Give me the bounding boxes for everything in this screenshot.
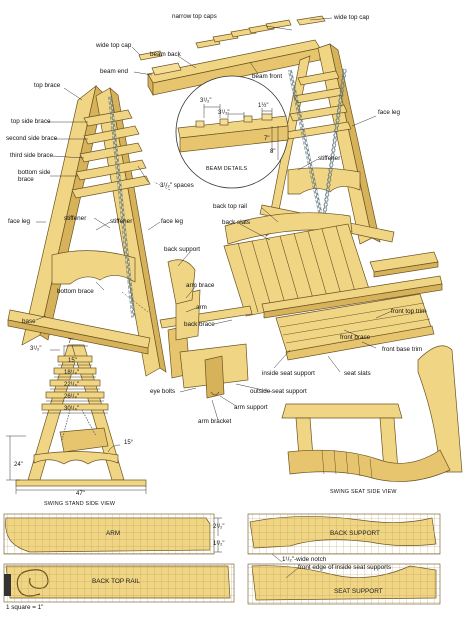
pattern-back-top-rail [3,563,235,603]
leader-lines [35,17,393,421]
pattern-arm-label: ARM [106,530,121,537]
grid-scale-note: 1 square = 1" [6,604,44,611]
stand-dim-5: 30¹/₄" [64,406,79,412]
beam-dim-e: 8" [270,149,276,155]
pattern-arm-dim-2: 1¹/₂" [213,541,225,547]
pattern-seat-support [247,563,441,605]
label-back-brace: back brace [184,321,215,328]
label-second-side-brace: second side brace [6,135,58,142]
stand-dim-base: 47" [76,491,85,497]
seat-side-view [281,345,463,482]
label-stiffener-left: stiffener [64,215,87,222]
label-eye-bolts: eye bolts [150,388,176,395]
label-wide-top-cap-left: wide top cap [96,42,132,49]
stand-dim-1: 15" [68,358,77,364]
label-face-leg-right: face leg [378,109,401,116]
label-arm-brace: arm brace [186,282,215,289]
pattern-back-support [247,513,441,563]
stand-side-view [6,344,147,494]
label-arm-bracket: arm bracket [198,418,232,425]
pattern-back-support-label: BACK SUPPORT [330,530,380,537]
chains [108,68,347,318]
stand-dim-left-top: 3¹/₂" [30,346,42,352]
label-beam-back: beam back [150,51,181,58]
label-face-leg-mid: face leg [161,218,184,225]
label-bottom-side-brace: bottom side brace [18,169,51,183]
stand-dim-2: 18¹/₄" [64,370,79,376]
pattern-arm [3,513,222,555]
label-beam-front: beam front [252,73,283,80]
label-spacers: 3¹/₂" spaces [160,182,194,189]
exploded-view [7,15,443,399]
pattern-back-top-rail-label: BACK TOP RAIL [92,578,140,585]
swing-seat [159,212,443,399]
beam-dim-c: 1½" [258,103,269,109]
label-top-side-brace: top side brace [11,118,51,125]
left-leg-assembly [7,85,167,377]
beam [147,39,321,97]
label-stiffener-right: stiffener [318,155,341,162]
label-face-leg-left: face leg [8,218,31,225]
label-top-brace: top brace [34,82,61,89]
label-base: base [22,318,36,325]
stand-dim-0: 7" [68,339,74,345]
label-beam-end: beam end [100,68,129,75]
pattern-arm-dim-1: 2¹/₂" [213,524,225,530]
label-bottom-brace: bottom brace [57,288,94,295]
label-third-side-brace: third side brace [10,152,54,159]
label-front-brace: front brace [340,334,371,341]
pattern-seat-support-label: SEAT SUPPORT [334,588,383,595]
label-outside-seat-support: outside seat support [250,388,307,395]
clamp-icon [4,574,11,596]
beam-dim-b: 3¹/₂" [218,110,230,116]
label-inside-seat-support: inside seat support [262,370,315,377]
beam-dim-a: 3¹/₂" [200,98,212,104]
seat-view-caption: SWING SEAT SIDE VIEW [330,489,397,495]
pattern-notch-label: 1¹/₂"-wide notch [282,556,327,563]
beam-dim-d: 7" [264,136,270,142]
stand-dim-height: 24" [14,462,23,468]
stand-dim-angle: 15° [124,440,134,446]
label-arm: arm [196,304,207,311]
label-narrow-top-caps: narrow top caps [172,13,217,20]
pattern-front-edge-label: front edge of inside seat supports [298,564,392,571]
label-wide-top-cap-right: wide top cap [334,14,370,21]
stand-dim-4: 26¹/₄" [64,394,79,400]
label-back-support: back support [164,246,201,253]
beam-details-caption: BEAM DETAILS [206,166,248,172]
label-front-top-trim: front top trim [391,308,427,315]
top-caps [138,15,326,61]
label-seat-slats: seat slats [344,370,371,377]
beam-details-inset [175,75,289,189]
label-front-base-trim: front base trim [382,346,423,353]
label-stiffener-mid: stiffener [110,218,133,225]
stand-view-caption: SWING STAND SIDE VIEW [44,501,116,507]
stand-dim-3: 22¹/₄" [64,382,79,388]
label-back-slats: back slats [222,219,250,226]
label-arm-support: arm support [234,404,268,411]
label-back-top-rail: back top rail [213,203,247,210]
